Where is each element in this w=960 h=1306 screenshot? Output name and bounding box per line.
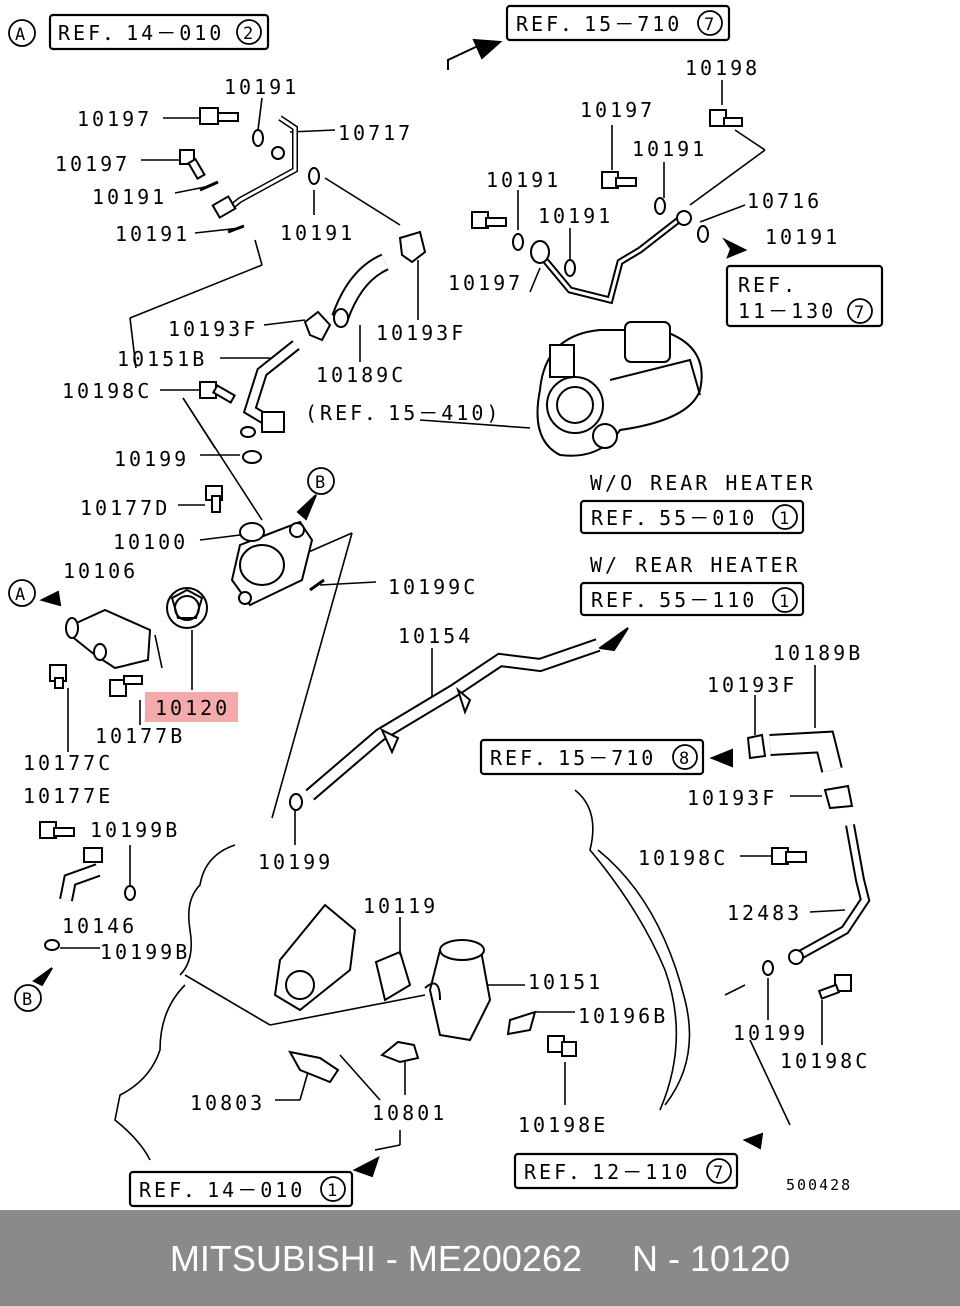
part-label-10177b[interactable]: 10177B — [95, 724, 185, 748]
ref-label: REF．14－010 — [139, 1178, 305, 1202]
ref-15-410-label[interactable]: (REF．15－410) — [305, 401, 501, 425]
part-label-10193f[interactable]: 10193F — [687, 786, 777, 810]
ref-label-line2: 11－130 — [738, 299, 836, 323]
marker-b-upper: B — [307, 467, 335, 495]
svg-text:A: A — [15, 585, 25, 605]
part-label-10120-highlighted[interactable]: 10120 — [145, 692, 238, 722]
part-label-10191[interactable]: 10191 — [765, 225, 840, 249]
ref-box-15-710-8[interactable]: REF．15－710 8 — [479, 738, 705, 776]
part-label-10199c[interactable]: 10199C — [388, 575, 478, 599]
direction-arrows — [32, 38, 764, 1178]
part-label-10199b[interactable]: 10199B — [100, 940, 190, 964]
part-label-10191[interactable]: 10191 — [280, 221, 355, 245]
part-label-10199[interactable]: 10199 — [733, 1021, 808, 1045]
ref-box-15-710-7[interactable]: REF．15－710 7 — [505, 4, 731, 42]
exploded-parts-diagram: REF．14－010 2 REF．15－710 7 REF. 11－130 7 … — [8, 4, 884, 1208]
part-label-10198[interactable]: 10198 — [685, 56, 760, 80]
part-label-10193f[interactable]: 10193F — [707, 673, 797, 697]
without-rear-heater-note: W/O REAR HEATER — [590, 471, 816, 495]
ref-number: 1 — [779, 509, 789, 529]
ref-box-11-130-7[interactable]: REF. 11－130 7 — [725, 264, 884, 328]
ref-label: REF．15－710 — [516, 12, 682, 36]
svg-text:A: A — [15, 25, 25, 45]
marker-a-left: A — [8, 579, 36, 607]
with-rear-heater-note: W/ REAR HEATER — [590, 553, 801, 577]
part-label-10191[interactable]: 10191 — [92, 185, 167, 209]
part-label-10197[interactable]: 10197 — [77, 107, 152, 131]
part-label-10197[interactable]: 10197 — [55, 152, 130, 176]
part-label-10803[interactable]: 10803 — [190, 1091, 265, 1115]
ref-label: REF．55－110 — [591, 588, 757, 612]
ref-label: REF．12－110 — [524, 1160, 690, 1184]
part-label-10191[interactable]: 10191 — [632, 137, 707, 161]
highlight-box — [145, 692, 238, 722]
part-label-10106[interactable]: 10106 — [63, 559, 138, 583]
ref-box-55-010-1[interactable]: REF．55－010 1 — [579, 499, 805, 535]
part-label-10199b[interactable]: 10199B — [90, 818, 180, 842]
part-label-10197[interactable]: 10197 — [580, 98, 655, 122]
part-label-10151[interactable]: 10151 — [528, 970, 603, 994]
part-label-10199[interactable]: 10199 — [258, 850, 333, 874]
ref-number: 7 — [704, 15, 714, 35]
part-number-labels: 10191 10197 10717 10197 10191 10191 1019… — [23, 56, 870, 1137]
part-label-10191[interactable]: 10191 — [538, 204, 613, 228]
part-label-10177d[interactable]: 10177D — [80, 496, 170, 520]
part-label-10193f[interactable]: 10193F — [168, 317, 258, 341]
ref-box-14-010-1[interactable]: REF．14－010 1 — [128, 1170, 354, 1208]
ref-box-14-010-2[interactable]: REF．14－010 2 — [48, 13, 270, 51]
ref-box-12-110-7[interactable]: REF．12－110 7 — [513, 1152, 739, 1190]
part-label-10198c[interactable]: 10198C — [638, 846, 728, 870]
ref-number: 1 — [327, 1181, 337, 1201]
part-label-12483[interactable]: 12483 — [727, 901, 802, 925]
part-number-caption: MITSUBISHI - ME200262 N - 10120 — [169, 1238, 791, 1279]
diagram-code: 500428 — [786, 1176, 852, 1194]
part-label-10191[interactable]: 10191 — [115, 222, 190, 246]
part-label-10197[interactable]: 10197 — [448, 271, 523, 295]
part-label-10177c[interactable]: 10177C — [23, 751, 113, 775]
part-drawings — [39, 107, 871, 1161]
ref-label: REF．15－710 — [490, 746, 656, 770]
leader-lines — [60, 80, 846, 1151]
part-label-10716[interactable]: 10716 — [747, 189, 822, 213]
part-label-10146[interactable]: 10146 — [62, 914, 137, 938]
part-label-10119[interactable]: 10119 — [363, 894, 438, 918]
ref-box-55-110-1[interactable]: REF．55－110 1 — [579, 581, 805, 617]
svg-text:B: B — [22, 990, 32, 1010]
part-label-10196b[interactable]: 10196B — [578, 1004, 668, 1028]
part-label-10191[interactable]: 10191 — [486, 168, 561, 192]
ref-label: REF．55－010 — [591, 506, 757, 530]
svg-text:B: B — [315, 473, 325, 493]
marker-b-lower: B — [14, 984, 42, 1012]
ref-number: 2 — [243, 24, 253, 44]
ref-number: 8 — [679, 749, 689, 769]
part-label-10154[interactable]: 10154 — [398, 624, 473, 648]
part-label-10198e[interactable]: 10198E — [518, 1113, 608, 1137]
part-label-10177e[interactable]: 10177E — [23, 784, 113, 808]
part-label-10198c[interactable]: 10198C — [62, 379, 152, 403]
part-label-10191[interactable]: 10191 — [224, 75, 299, 99]
marker-a-top: A — [8, 19, 36, 47]
ref-label-line1: REF. — [738, 273, 798, 297]
part-info-banner: MITSUBISHI - ME200262 N - 10120 — [0, 1210, 960, 1306]
ref-label: REF．14－010 — [58, 21, 224, 45]
part-label-10100[interactable]: 10100 — [113, 530, 188, 554]
part-label-10199[interactable]: 10199 — [114, 447, 189, 471]
part-label-10193f[interactable]: 10193F — [376, 321, 466, 345]
part-label-10189c[interactable]: 10189C — [316, 363, 406, 387]
ref-number: 7 — [713, 1163, 723, 1183]
ref-number: 1 — [779, 592, 789, 612]
part-label-10801[interactable]: 10801 — [372, 1101, 447, 1125]
part-label-10189b[interactable]: 10189B — [773, 641, 863, 665]
part-label-10198c[interactable]: 10198C — [780, 1049, 870, 1073]
part-label-10151b[interactable]: 10151B — [117, 347, 207, 371]
part-label-10717[interactable]: 10717 — [338, 121, 413, 145]
part-label-10120: 10120 — [155, 696, 230, 720]
ref-number: 7 — [854, 303, 864, 323]
